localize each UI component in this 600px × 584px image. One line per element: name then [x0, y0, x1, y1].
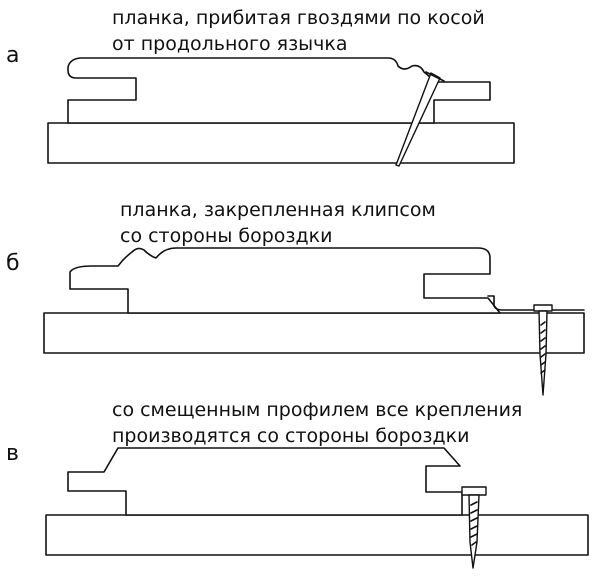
panel-a-floor-plank [67, 57, 491, 124]
panel-b-caption-line-2: со стороны бороздки [120, 225, 333, 247]
panel-b: б планка, закрепленная клипсом со сторон… [6, 199, 585, 396]
panel-a-caption-line-1: планка, прибитая гвоздями по косой [112, 7, 485, 29]
panel-a-caption-line-2: от продольного язычка [112, 33, 348, 55]
panel-c-subfloor [45, 514, 589, 556]
panel-a-nail [395, 71, 445, 167]
panel-c-screw [461, 486, 487, 569]
panel-b-clip-and-screw [487, 295, 585, 396]
panel-b-caption-line-1: планка, закрепленная клипсом [120, 199, 436, 221]
panel-b-floor-plank [69, 247, 501, 314]
panel-c-letter: в [6, 441, 19, 466]
panel-a: а планка, прибитая гвоздями по косой от … [6, 7, 515, 167]
panel-a-letter: а [6, 43, 19, 68]
panel-c-caption-line-2: производятся со стороны бороздки [112, 425, 469, 447]
panel-b-letter: б [6, 251, 20, 276]
panel-c-floor-plank [67, 447, 463, 516]
panel-c-caption-line-1: со смещенным профилем все крепления [112, 399, 522, 421]
panel-a-subfloor [47, 122, 515, 164]
panel-c: в со смещенным профилем все крепления пр… [6, 399, 589, 569]
panel-b-subfloor [43, 312, 585, 354]
